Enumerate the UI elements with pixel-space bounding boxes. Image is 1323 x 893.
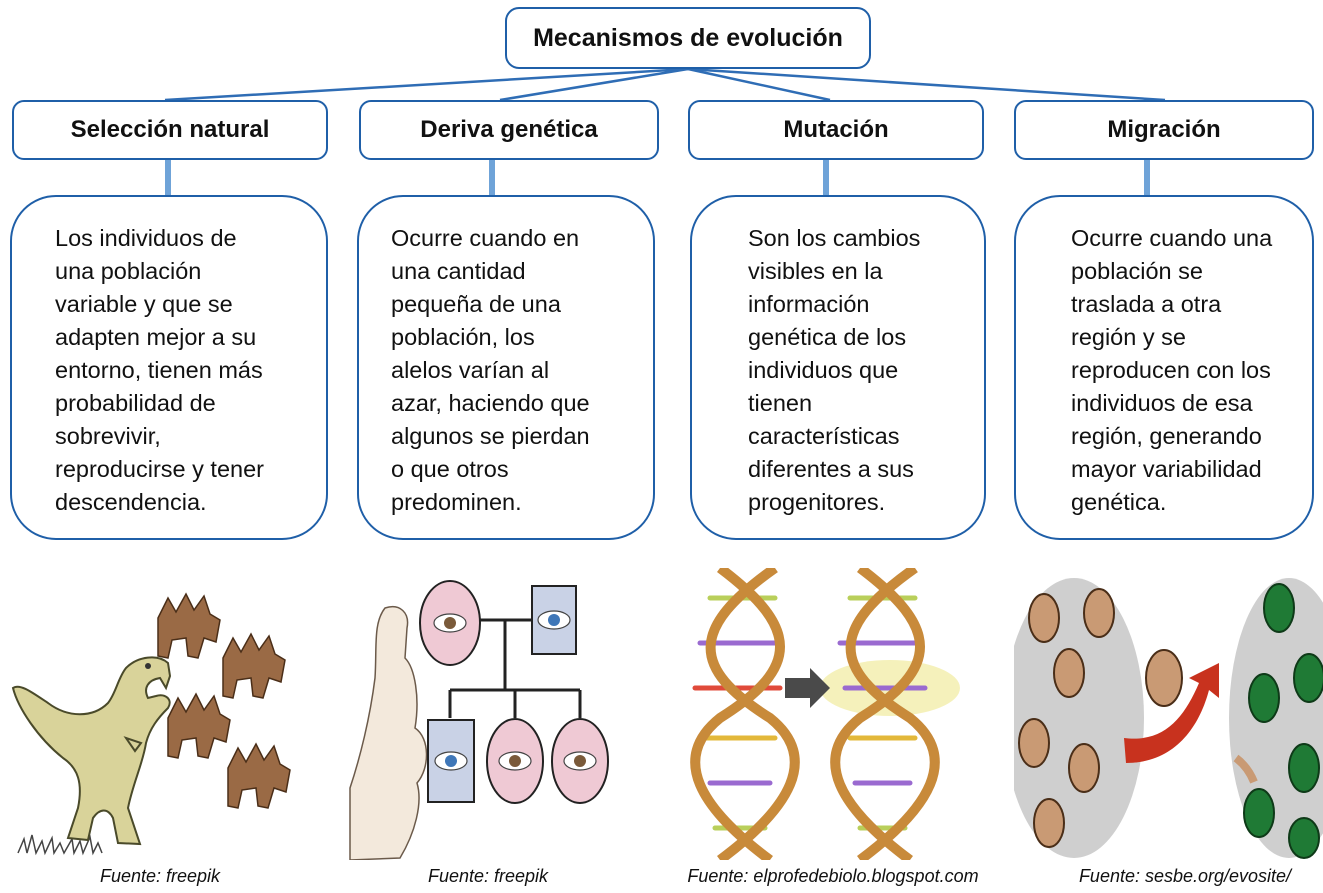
description-line: descendencia. [55,489,207,515]
description-line: azar, haciendo que [391,390,590,416]
description-line: pequeña de una [391,291,561,317]
node-label: Selección natural [70,116,270,143]
node-seleccion-natural: Selección natural [12,100,328,160]
description-line: tienen [748,390,813,416]
caption-freepik-1: Fuente: freepik [99,866,221,886]
root-node: Mecanismos de evolución [505,7,871,69]
description-line: genética. [1071,489,1167,515]
pedigree-illustration [349,580,609,860]
description-line: alelos varían al [391,357,550,383]
description-line: algunos se pierdan [391,423,590,449]
description-line: predominen. [391,489,522,515]
caption-freepik-2: Fuente: freepik [427,866,549,886]
description-line: entorno, tienen más [55,357,263,383]
description-line: características [748,423,900,449]
node-migracion: Migración [1014,100,1314,160]
description-line: visibles en la [748,258,883,284]
description-line: individuos de esa [1071,390,1253,416]
description-line: Los individuos de [55,225,237,251]
dinosaurs-illustration [11,592,291,856]
description-line: traslada a otra [1071,291,1222,317]
description-line: Son los cambios [748,225,921,251]
node-label: Migración [1107,116,1221,143]
caption-sesbe: Fuente: sesbe.org/evosite/ [1078,866,1292,886]
description-migracion: Ocurre cuando una población se traslada … [1014,195,1314,540]
description-mutacion: Son los cambios visibles en la informaci… [690,195,986,540]
description-line: reproducirse y tener [55,456,264,482]
description-line: reproducen con los [1071,357,1271,383]
description-line: población, los [391,324,535,350]
description-line: probabilidad de [55,390,216,416]
root-title: Mecanismos de evolución [533,23,843,52]
description-deriva-genetica: Ocurre cuando en una cantidad pequeña de… [357,195,655,540]
description-line: región, generando [1071,423,1262,449]
description-line: región y se [1071,324,1186,350]
description-line: genética de los [748,324,907,350]
description-line: adapten mejor a su [55,324,257,350]
description-line: Ocurre cuando una [1071,225,1273,251]
description-line: una población [55,258,202,284]
description-line: Ocurre cuando en [391,225,580,251]
description-line: o que otros [391,456,509,482]
beetle-migration-illustration [1014,578,1323,859]
description-line: sobrevivir, [55,423,161,449]
description-line: individuos que [748,357,899,383]
description-line: progenitores. [748,489,886,515]
description-line: variable y que se [55,291,233,317]
description-seleccion-natural: Los individuos de una población variable… [10,195,328,540]
dna-mutation-illustration [690,568,960,860]
node-deriva-genetica: Deriva genética [359,100,659,160]
description-line: mayor variabilidad [1071,456,1262,482]
description-line: una cantidad [391,258,526,284]
description-line: información [748,291,870,317]
node-label: Deriva genética [420,116,598,143]
description-line: diferentes a sus [748,456,914,482]
description-line: población se [1071,258,1203,284]
caption-elprofedebiolo: Fuente: elprofedebiolo.blogspot.com [687,866,979,886]
node-label: Mutación [783,116,889,143]
node-mutacion: Mutación [688,100,984,160]
